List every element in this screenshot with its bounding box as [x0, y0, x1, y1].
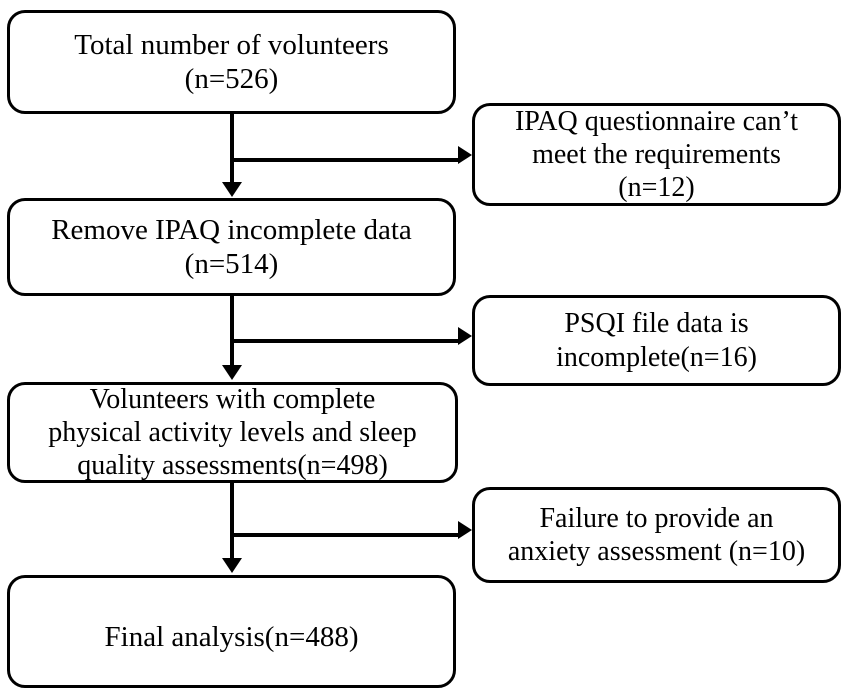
connector-line-total-to-remove-ipaq — [230, 114, 234, 184]
node-final-analysis: Final analysis(n=488) — [7, 575, 456, 688]
node-complete-assessments: Volunteers with complete physical activi… — [7, 382, 458, 483]
node-excluded-psqi-incomplete: PSQI file data is incomplete(n=16) — [472, 295, 841, 386]
node-total-volunteers-label: Total number of volunteers (n=526) — [74, 28, 389, 95]
connector-line-remove-ipaq-to-complete — [230, 296, 234, 367]
node-excluded-ipaq-questionnaire: IPAQ questionnaire can’t meet the requir… — [472, 103, 841, 206]
connector-line-to-excl-psqi — [232, 339, 460, 343]
node-remove-ipaq-incomplete-label: Remove IPAQ incomplete data (n=514) — [51, 213, 412, 280]
connector-line-complete-to-final — [230, 483, 234, 560]
node-excluded-psqi-incomplete-label: PSQI file data is incomplete(n=16) — [556, 308, 757, 373]
node-excluded-ipaq-questionnaire-label: IPAQ questionnaire can’t meet the requir… — [514, 105, 799, 204]
node-final-analysis-label: Final analysis(n=488) — [104, 621, 359, 653]
arrowhead-down-to-complete — [222, 365, 242, 380]
arrowhead-right-to-excl-psqi — [458, 327, 472, 345]
connector-line-to-excl-ipaq — [232, 158, 460, 162]
node-excluded-anxiety-assessment-label: Failure to provide an anxiety assessment… — [507, 502, 806, 567]
connector-line-to-excl-anxiety — [232, 533, 460, 537]
arrowhead-down-to-remove-ipaq — [222, 182, 242, 197]
node-total-volunteers: Total number of volunteers (n=526) — [7, 10, 456, 114]
node-remove-ipaq-incomplete: Remove IPAQ incomplete data (n=514) — [7, 198, 456, 296]
arrowhead-down-to-final — [222, 558, 242, 573]
node-excluded-anxiety-assessment: Failure to provide an anxiety assessment… — [472, 487, 841, 583]
arrowhead-right-to-excl-ipaq — [458, 146, 472, 164]
node-complete-assessments-label: Volunteers with complete physical activi… — [48, 383, 417, 482]
arrowhead-right-to-excl-anxiety — [458, 521, 472, 539]
